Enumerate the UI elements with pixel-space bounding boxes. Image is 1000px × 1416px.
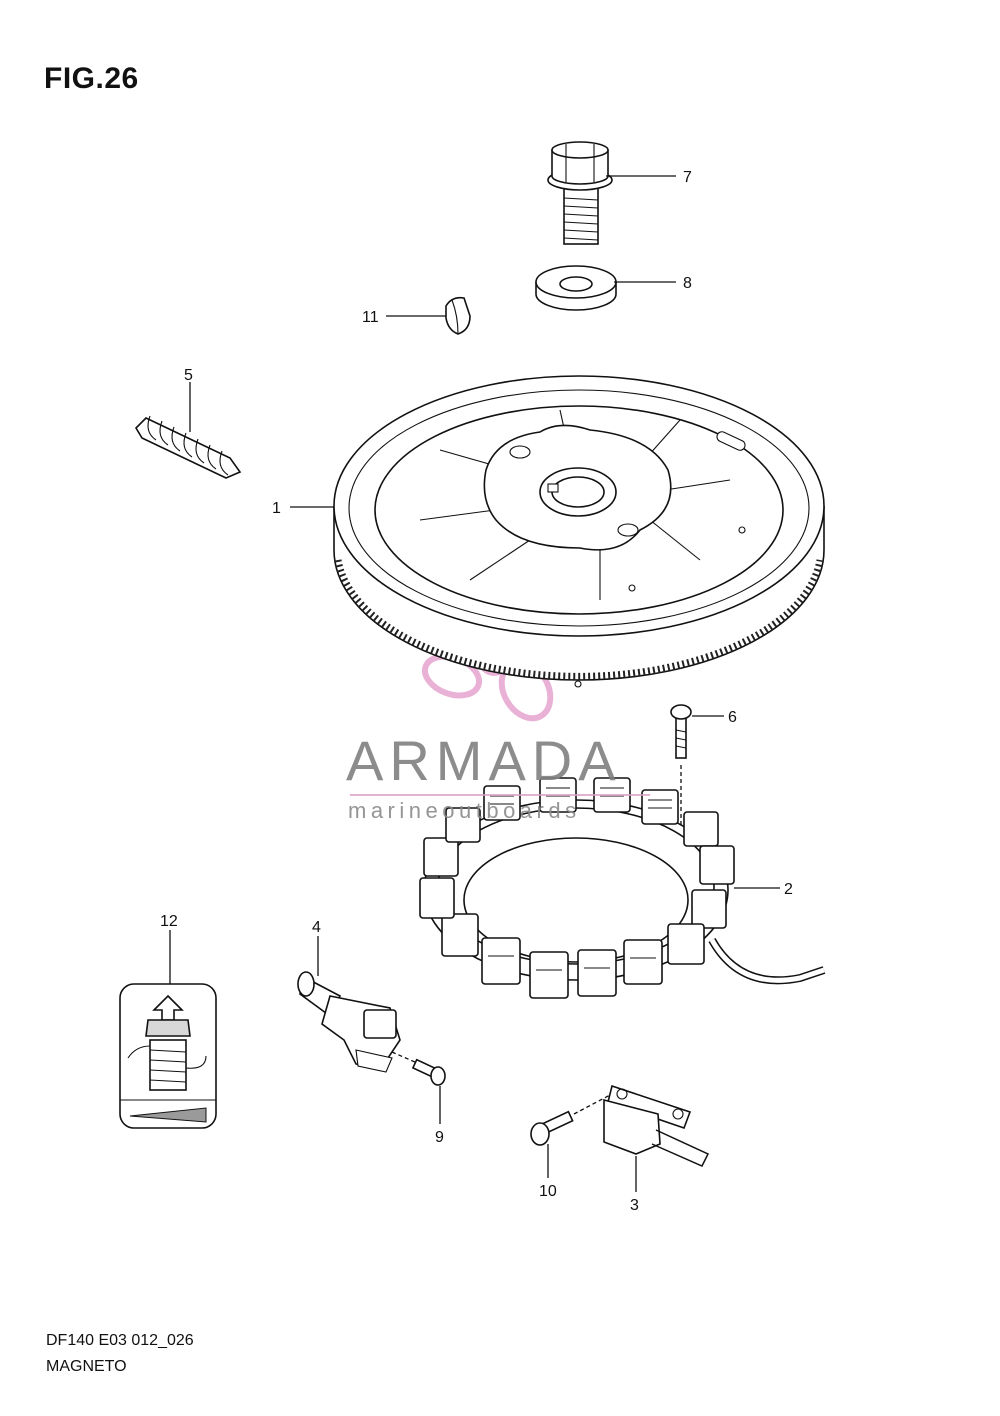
stator-icon xyxy=(419,777,826,999)
model-code: DF140 E03 012_026 xyxy=(46,1332,194,1349)
key-icon xyxy=(445,296,471,335)
flywheel-icon xyxy=(333,375,825,688)
sensor-icon xyxy=(297,971,425,1073)
spring-icon xyxy=(134,415,242,479)
section-name: MAGNETO xyxy=(46,1358,127,1375)
screw-icon xyxy=(530,1093,613,1146)
callout-4: 4 xyxy=(312,919,321,936)
callout-2: 2 xyxy=(784,881,793,898)
figure-title: FIG.26 xyxy=(44,62,139,95)
callout-6: 6 xyxy=(728,709,737,726)
watermark-brand: ARMADA xyxy=(346,729,622,792)
washer-icon xyxy=(535,265,617,311)
flywheel-bolt-icon xyxy=(547,141,613,245)
callout-11: 11 xyxy=(362,309,379,326)
callout-5: 5 xyxy=(184,367,193,384)
pulser-coil-icon xyxy=(603,1084,710,1167)
callout-10: 10 xyxy=(539,1183,557,1200)
watermark-subtitle: marineoutboards xyxy=(348,798,581,823)
callout-8: 8 xyxy=(683,275,692,292)
leader-lines xyxy=(169,175,780,1192)
tightening-label-icon xyxy=(119,983,217,1129)
callout-12: 12 xyxy=(160,913,178,930)
callout-1: 1 xyxy=(272,500,281,517)
watermark-divider xyxy=(350,794,650,796)
callout-3: 3 xyxy=(630,1197,639,1214)
screw-icon xyxy=(411,1058,446,1086)
callout-9: 9 xyxy=(435,1129,444,1146)
callout-7: 7 xyxy=(683,169,692,186)
